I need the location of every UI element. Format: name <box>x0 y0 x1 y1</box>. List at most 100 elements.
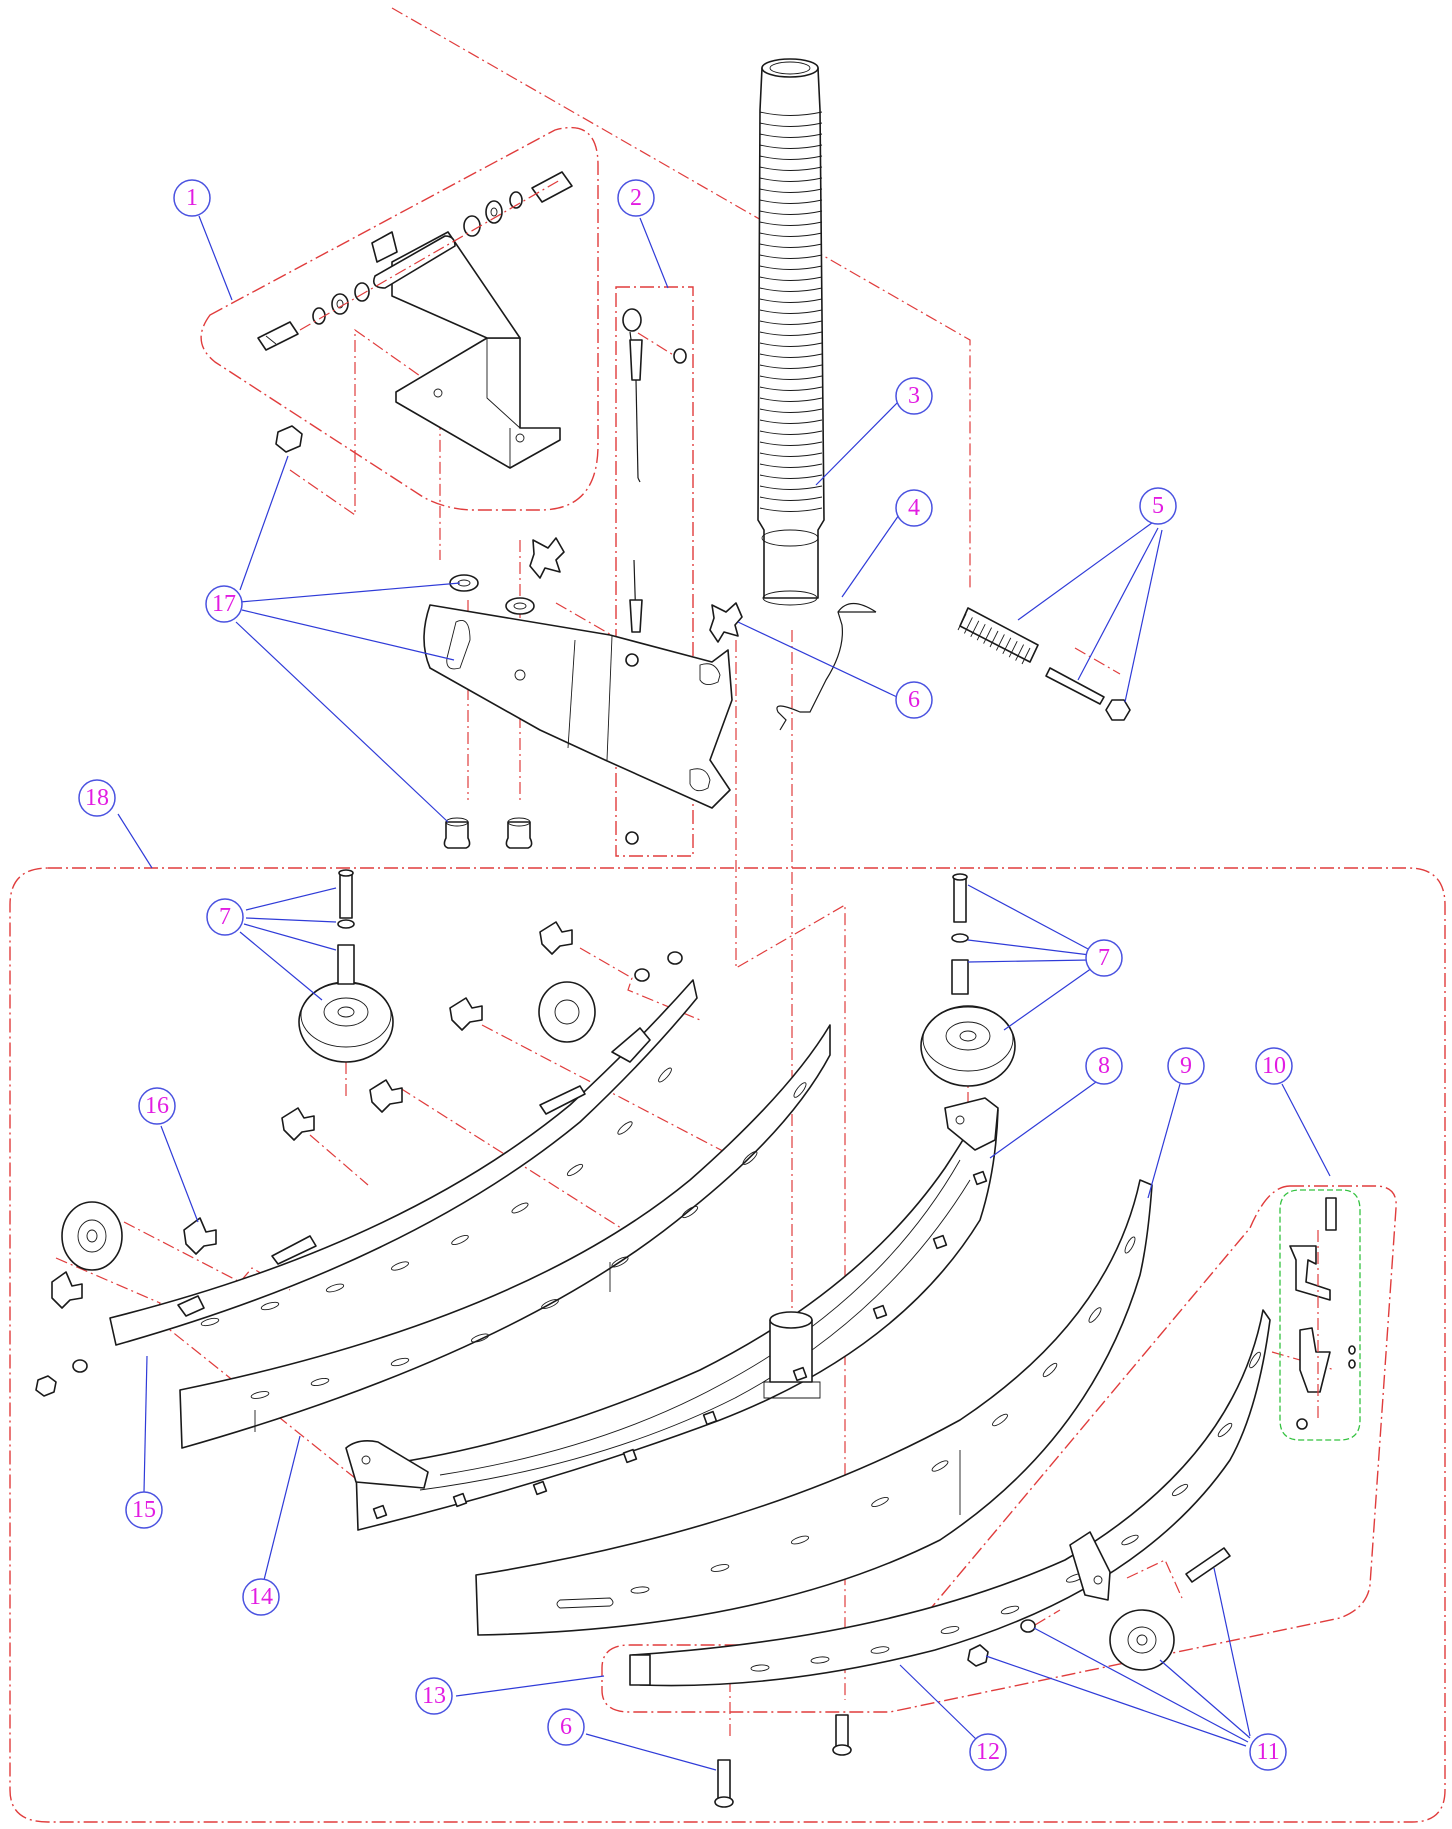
blade-slot <box>871 1496 889 1508</box>
guide-line-top <box>391 7 971 590</box>
latch-pin-a <box>1348 1345 1356 1355</box>
blade-slot <box>681 1205 699 1219</box>
latch-bolt <box>1325 1197 1337 1231</box>
cable-upper <box>635 379 639 479</box>
thumb-knob-d <box>281 1107 315 1141</box>
standoff-left <box>443 821 471 849</box>
right-roller-bracket <box>1069 1531 1111 1601</box>
hose-rib <box>759 287 823 292</box>
squeegee-13-boundary <box>601 1185 1397 1713</box>
right-washer <box>951 933 969 943</box>
bracket-nut <box>275 425 303 453</box>
leader-6a <box>737 621 898 698</box>
callout-15: 15 <box>125 1491 163 1529</box>
hose-rib <box>759 507 823 512</box>
callout-3: 3 <box>895 377 933 415</box>
callout-circle <box>415 1677 453 1715</box>
right-wheel-assembly <box>920 873 1016 1087</box>
vacuum-hose <box>757 58 825 606</box>
left-spacer <box>337 944 355 985</box>
thumb-knob-a <box>539 921 573 955</box>
frame-tab <box>622 1448 638 1464</box>
callout-label: 8 <box>1098 1053 1110 1079</box>
hose-rib <box>759 419 823 424</box>
left-end-nut <box>35 1375 57 1397</box>
rear-blade-9 <box>475 1179 1153 1636</box>
hose-rib <box>759 342 823 347</box>
leader-7a-3 <box>243 923 337 951</box>
plate-washer-2 <box>505 597 535 615</box>
hose-rib <box>759 144 823 149</box>
leader-6b <box>585 1733 717 1771</box>
star-knob-top <box>529 537 565 579</box>
spring-coil <box>989 630 999 648</box>
leader-5b <box>1077 527 1159 681</box>
callout-6-top: 6 <box>895 681 933 719</box>
leader-7b-3 <box>967 959 1091 963</box>
star-knob-right <box>709 602 743 643</box>
callout-label: 7 <box>1098 945 1110 971</box>
leader-7a-2 <box>245 917 337 923</box>
hose-rib <box>759 386 823 391</box>
leader-7b-2 <box>967 939 1091 956</box>
hose-rib <box>759 320 823 325</box>
guide-line-knob <box>555 602 621 641</box>
leader-14 <box>263 1435 301 1581</box>
callout-label: 11 <box>1256 1739 1279 1765</box>
blade-slot <box>1042 1362 1058 1378</box>
leader-7a-4 <box>239 931 323 1001</box>
frame-rib-inner <box>439 1159 961 1476</box>
mount-washer-right-2 <box>485 200 503 224</box>
nut-a <box>634 968 650 982</box>
assembly-18-boundary <box>9 867 1446 1823</box>
main-mount-plate <box>423 604 733 809</box>
mount-bracket-upright <box>391 231 521 339</box>
blade-slot <box>451 1234 469 1246</box>
frame-tab <box>452 1492 468 1508</box>
blade-slot <box>1249 1351 1261 1369</box>
hose-rib <box>759 441 823 446</box>
blade-slot <box>511 1202 529 1214</box>
callout-4: 4 <box>895 489 933 527</box>
spring-coil <box>1015 644 1025 661</box>
blade-slot <box>1217 1422 1233 1438</box>
standoff-right <box>505 821 533 849</box>
blade-slot <box>790 1535 810 1545</box>
hose-rib <box>759 177 823 182</box>
callouts: 1 2 3 4 5 6 17 18 <box>78 179 1293 1771</box>
leader-16 <box>160 1125 199 1223</box>
mount-plate <box>423 604 733 809</box>
callout-label: 7 <box>219 904 231 930</box>
blade-slot <box>750 1664 770 1672</box>
callout-circle <box>206 898 244 936</box>
spring-coil <box>1002 637 1012 655</box>
hose-rib <box>759 408 823 413</box>
leader-9 <box>1147 1083 1181 1199</box>
callout-2: 2 <box>617 179 655 217</box>
callout-circle <box>895 489 933 527</box>
mount-bracket-assembly <box>257 171 573 469</box>
leader-13 <box>455 1675 605 1697</box>
hose-rib <box>759 243 823 248</box>
hose-body <box>757 67 825 599</box>
frame-tab <box>532 1480 548 1496</box>
blade-slot <box>611 1256 629 1268</box>
mount-bolt-right <box>531 171 573 203</box>
hose-rib <box>759 309 823 314</box>
callout-circle <box>1085 1047 1123 1085</box>
callout-10: 10 <box>1255 1047 1293 1085</box>
callout-17: 17 <box>205 585 243 623</box>
leader-3 <box>815 397 903 486</box>
hose-rib <box>759 353 823 358</box>
hose-rib <box>759 452 823 457</box>
blade-slot <box>742 1151 758 1165</box>
mount-bolt-left <box>257 321 299 351</box>
blade-slot <box>931 1460 949 1472</box>
hose-rib <box>759 122 823 127</box>
spring-coil <box>970 620 980 638</box>
plate-washer-1 <box>449 574 479 592</box>
spring-coil <box>963 617 973 634</box>
cable-nut-mid <box>625 653 639 667</box>
callout-5: 5 <box>1139 487 1177 525</box>
blade-slot <box>566 1163 584 1177</box>
